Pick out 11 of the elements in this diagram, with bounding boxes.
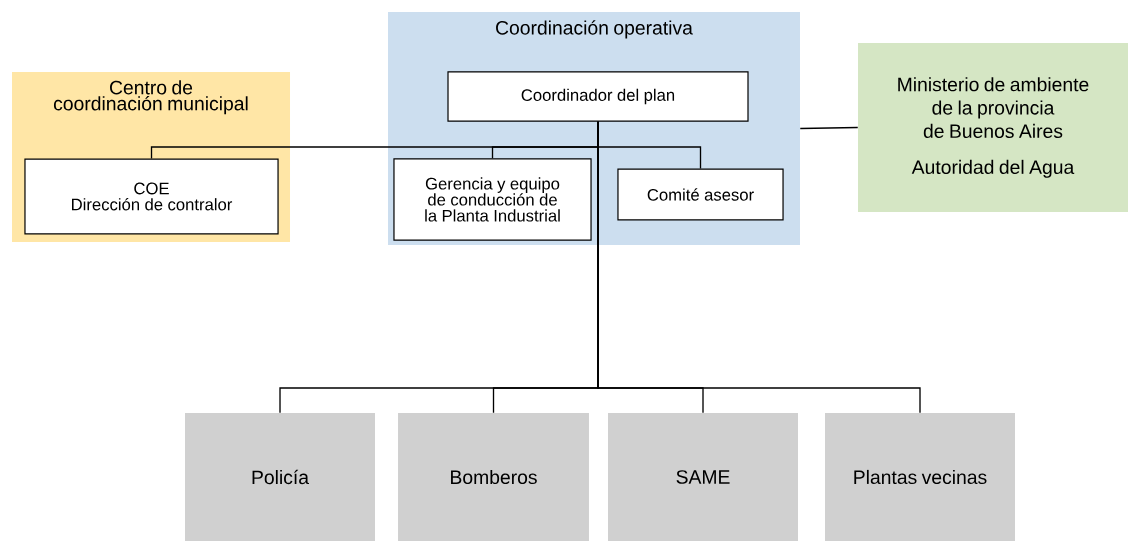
role-box: Coordinador del plan — [447, 71, 749, 122]
role-box: COE Dirección de contralor — [24, 158, 279, 235]
connector-line — [799, 126, 859, 130]
authority-panel: Ministerio de ambiente de la provincia de Buenos Aires Autoridad del Agua — [858, 42, 1128, 213]
connector-line — [597, 120, 921, 414]
agency-box: Plantas vecinas — [825, 413, 1015, 541]
agency-box: SAME — [608, 413, 798, 541]
role-box: Comité asesor — [617, 168, 784, 221]
role-box: Gerencia y equipo de conducción de la Planta Industrial — [393, 158, 592, 241]
agency-box: Bomberos — [398, 413, 589, 541]
agency-box: Policía — [185, 413, 375, 541]
